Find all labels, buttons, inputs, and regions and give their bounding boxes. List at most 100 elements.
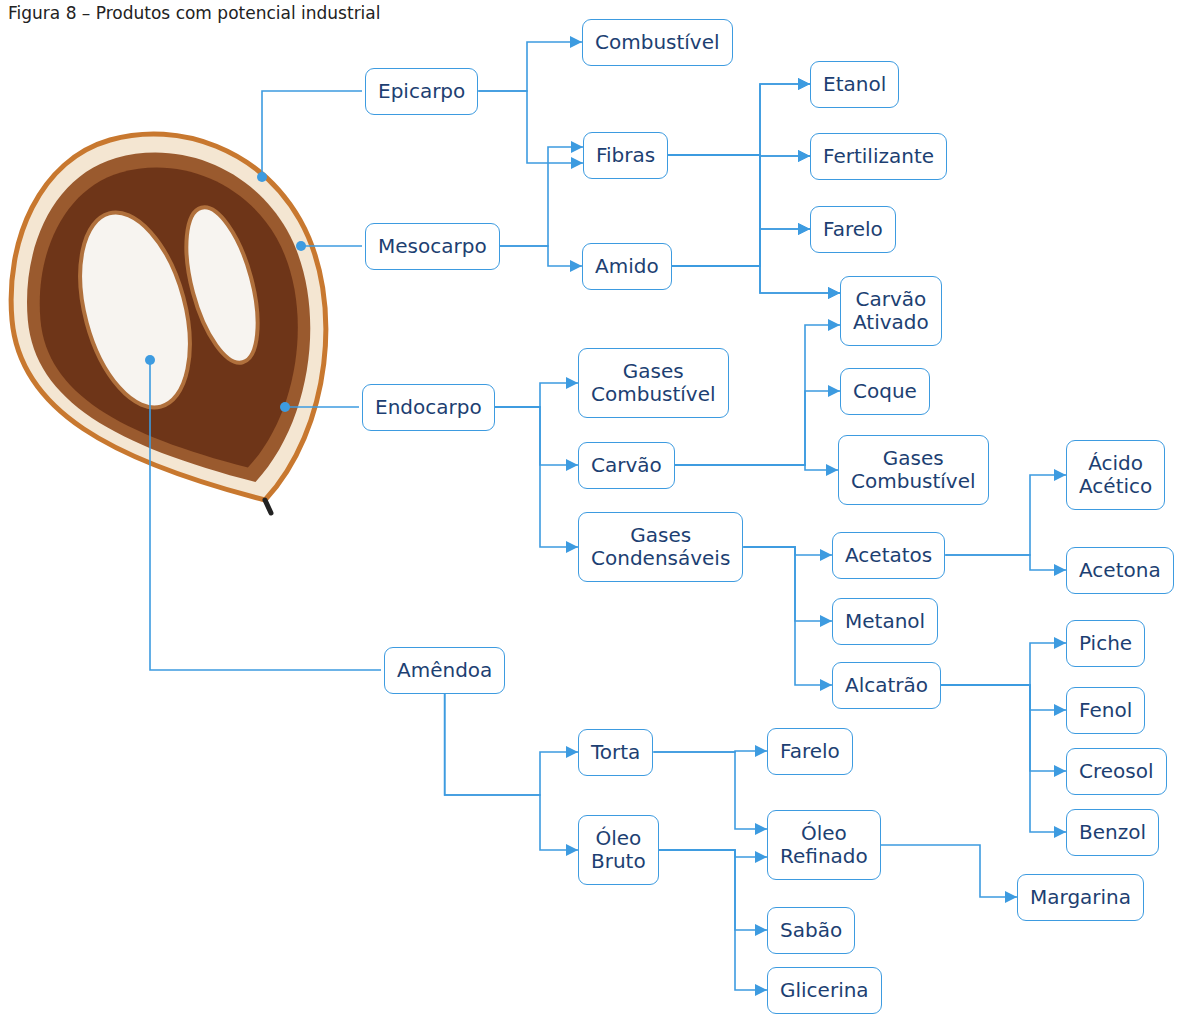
node-label: Óleo Bruto — [591, 827, 646, 873]
product-box: Fertilizante — [810, 133, 947, 180]
connector-arrow — [672, 84, 810, 266]
node-label: Etanol — [823, 73, 886, 96]
connector-arrow — [941, 685, 1066, 771]
leader-line — [301, 245, 362, 247]
node-label: Metanol — [845, 610, 925, 633]
connector-arrow — [500, 147, 583, 246]
product-box: Glicerina — [767, 967, 882, 1014]
node-label: Piche — [1079, 632, 1132, 655]
node-label: Farelo — [823, 218, 883, 241]
leader-line — [150, 360, 381, 670]
node-label: Farelo — [780, 740, 840, 763]
node-label: Endocarpo — [375, 396, 482, 419]
connector-arrow — [445, 694, 578, 796]
node-label: Margarina — [1030, 886, 1131, 909]
node-label: Gases Condensáveis — [591, 524, 730, 570]
product-box: Óleo Refinado — [767, 810, 881, 880]
node-label: Fibras — [596, 144, 655, 167]
node-label: Combustível — [595, 31, 720, 54]
connector-arrow — [672, 266, 840, 293]
node-label: Alcatrão — [845, 674, 928, 697]
fruit-seed — [172, 200, 271, 370]
product-box: Gases Combustível — [578, 348, 729, 418]
product-box: Gases Combustível — [838, 435, 989, 505]
leader-dot — [257, 172, 267, 182]
leader-dots — [145, 172, 306, 412]
node-label: Óleo Refinado — [780, 822, 868, 868]
node-label: Acetatos — [845, 544, 932, 567]
fruit-drawing — [11, 134, 326, 513]
connector-arrow — [941, 685, 1066, 832]
product-box: Piche — [1066, 620, 1145, 667]
product-box: Combustível — [582, 19, 733, 66]
connector-arrow — [945, 555, 1066, 570]
connector-arrow — [495, 407, 578, 547]
product-box: Acetatos — [832, 532, 945, 579]
connector-arrow — [881, 845, 1017, 897]
connector-arrow — [675, 465, 838, 470]
product-box: Amêndoa — [384, 647, 505, 694]
connector-arrow — [941, 685, 1066, 710]
figure-title: Figura 8 – Produtos com potencial indust… — [8, 3, 380, 23]
node-label: Mesocarpo — [378, 235, 487, 258]
fruit-epicarp — [11, 134, 326, 500]
product-box: Fenol — [1066, 687, 1145, 734]
product-box: Gases Condensáveis — [578, 512, 743, 582]
product-box: Margarina — [1017, 874, 1144, 921]
leader-dot — [296, 241, 306, 251]
node-label: Amêndoa — [397, 659, 492, 682]
connector-arrow — [500, 246, 582, 266]
connectors — [445, 42, 1066, 990]
node-label: Coque — [853, 380, 917, 403]
connector-arrow — [445, 694, 578, 851]
connector-arrow — [495, 407, 578, 465]
connector-arrow — [743, 547, 832, 621]
node-label: Gases Combustível — [591, 360, 716, 406]
connector-arrow — [653, 752, 767, 829]
node-label: Amido — [595, 255, 659, 278]
connector-arrow — [668, 155, 810, 229]
connector-arrow — [941, 643, 1066, 685]
connector-arrow — [659, 850, 767, 930]
product-box: Benzol — [1066, 809, 1159, 856]
product-box: Coque — [840, 368, 930, 415]
node-label: Epicarpo — [378, 80, 465, 103]
connector-arrow — [659, 850, 767, 857]
node-label: Ácido Acético — [1079, 452, 1152, 498]
product-box: Ácido Acético — [1066, 440, 1165, 510]
node-label: Carvão — [591, 454, 662, 477]
connector-arrow — [668, 84, 810, 155]
product-box: Creosol — [1066, 748, 1167, 795]
leader-lines — [150, 91, 381, 670]
product-box: Carvão — [578, 442, 675, 489]
connector-arrow — [743, 547, 832, 685]
product-box: Farelo — [810, 206, 896, 253]
connector-arrow — [743, 547, 832, 555]
product-box: Sabão — [767, 907, 855, 954]
node-label: Benzol — [1079, 821, 1146, 844]
product-box: Torta — [578, 729, 653, 776]
connector-arrow — [495, 383, 578, 407]
connector-arrow — [672, 229, 810, 266]
connector-arrow — [478, 42, 582, 91]
node-label: Torta — [591, 741, 640, 764]
connector-arrow — [672, 156, 810, 266]
connector-arrow — [659, 850, 767, 990]
product-box: Metanol — [832, 598, 938, 645]
leader-dot — [280, 402, 290, 412]
product-box: Epicarpo — [365, 68, 478, 115]
fruit-mesocarp — [27, 153, 310, 482]
product-box: Mesocarpo — [365, 223, 500, 270]
product-box: Carvão Ativado — [840, 276, 942, 346]
product-box: Etanol — [810, 61, 899, 108]
node-label: Fenol — [1079, 699, 1132, 722]
connector-arrow — [478, 91, 583, 163]
fruit-endocarp — [40, 167, 298, 467]
node-label: Gases Combustível — [851, 447, 976, 493]
figure-title-box: Figura 8 – Produtos com potencial indust… — [8, 3, 380, 23]
node-label: Creosol — [1079, 760, 1154, 783]
leader-line — [262, 91, 362, 177]
product-box: Farelo — [767, 728, 853, 775]
product-box: Amido — [582, 243, 672, 290]
leader-dot — [145, 355, 155, 365]
